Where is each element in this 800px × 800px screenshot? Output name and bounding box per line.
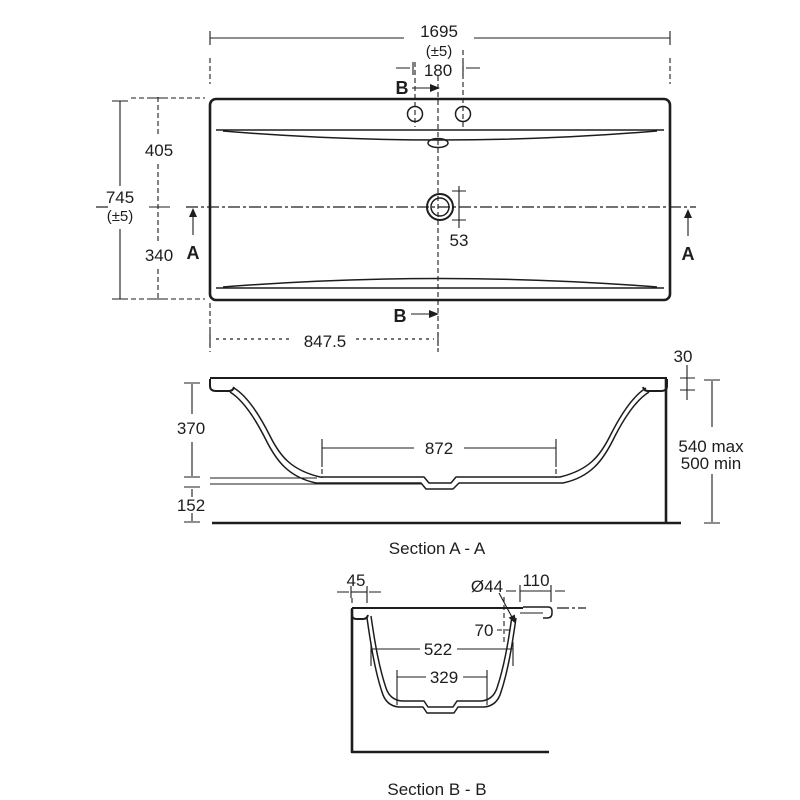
dim-70-label: 70 — [475, 621, 494, 640]
section-b-marker-top: B — [396, 78, 409, 98]
dim-45-lines — [337, 586, 381, 598]
section-b-arrow-top-head — [430, 84, 440, 92]
dim-847-label: 847.5 — [304, 332, 347, 351]
aa-outer-surface — [229, 391, 650, 490]
aa-right-rim-lip — [642, 379, 668, 392]
dim-370-label: 370 — [177, 419, 205, 438]
aa-inner-surface — [233, 387, 647, 484]
dim-o44-leader — [498, 592, 514, 620]
plan-view: 53 1695 (±5) 180 B 745 (±5) 405 340 A A … — [96, 22, 696, 352]
dim-745-tolerance: (±5) — [107, 208, 134, 225]
dim-30-lines — [680, 365, 695, 400]
dim-370-lines — [184, 382, 200, 478]
dim-110-lines — [506, 585, 565, 597]
bb-right-rim-ledge — [523, 606, 553, 619]
dim-500-min-label: 500 min — [681, 454, 741, 473]
dim-110-extensions — [519, 597, 552, 605]
dim-329-label: 329 — [430, 668, 458, 687]
bath-rim-outline — [208, 97, 672, 302]
dim-70-lines — [497, 597, 513, 642]
bb-inner-surface — [370, 615, 513, 708]
dim-180-label: 180 — [424, 61, 452, 80]
dim-847-ticks — [209, 332, 439, 346]
section-b-marker-bottom: B — [394, 306, 407, 326]
dim-180-lines — [396, 62, 480, 75]
bb-left-rim-lip — [351, 608, 369, 620]
dim-45-extensions — [351, 598, 368, 605]
dim-745-label: 745 — [106, 188, 134, 207]
section-bb-caption: Section B - B — [387, 780, 486, 799]
dim-872-extensions — [321, 469, 557, 478]
dim-o44-arrowhead — [508, 614, 516, 624]
dim-872-label: 872 — [425, 439, 453, 458]
dim-540-lines — [704, 379, 720, 524]
dim-405-label: 405 — [145, 141, 173, 160]
dim-522-ticks — [370, 642, 514, 666]
plan-inner-edge-top-curve — [222, 130, 658, 141]
dim-152-lines — [184, 486, 200, 523]
dim-30-label: 30 — [674, 347, 693, 366]
section-aa: 370 152 872 30 540 max 500 min Section A… — [177, 347, 744, 558]
dim-1695-extensions — [209, 58, 671, 84]
bb-wall-and-floor — [350, 609, 549, 754]
dim-1695-lines — [209, 31, 671, 45]
dim-1695-tolerance: (±5) — [426, 43, 453, 60]
dim-45-label: 45 — [347, 571, 366, 590]
bb-outer-surface — [366, 617, 517, 714]
plan-inner-edge-bottom-curve — [222, 277, 658, 288]
dim-110-label: 110 — [522, 571, 549, 590]
section-aa-caption: Section A - A — [389, 539, 486, 558]
dim-o44-label: Ø44 — [471, 577, 503, 596]
dim-340-label: 340 — [145, 246, 173, 265]
dim-405-340-ticks — [149, 97, 170, 300]
section-bb: 45 Ø44 110 70 522 329 Section B - B — [337, 571, 586, 799]
dim-405-340-extension-lines — [131, 97, 205, 300]
dim-53-label: 53 — [450, 231, 469, 250]
section-b-arrow-bottom-head — [429, 310, 439, 318]
section-a-marker-left: A — [187, 243, 200, 263]
dim-522-label: 522 — [424, 640, 452, 659]
dim-872-ticks — [321, 439, 557, 467]
section-a-arrow-right-head — [684, 209, 692, 218]
section-a-marker-right: A — [682, 244, 695, 264]
section-a-arrow-left-head — [189, 208, 197, 217]
dim-1695-label: 1695 — [420, 22, 458, 41]
dim-329-ticks — [396, 670, 488, 705]
overflow-hole — [427, 137, 449, 149]
dim-152-label: 152 — [177, 496, 205, 515]
dim-540-max-label: 540 max — [678, 437, 744, 456]
aa-left-rim-lip — [209, 379, 235, 392]
dim-53-lines — [452, 186, 466, 228]
dim-745-lines — [112, 100, 128, 300]
